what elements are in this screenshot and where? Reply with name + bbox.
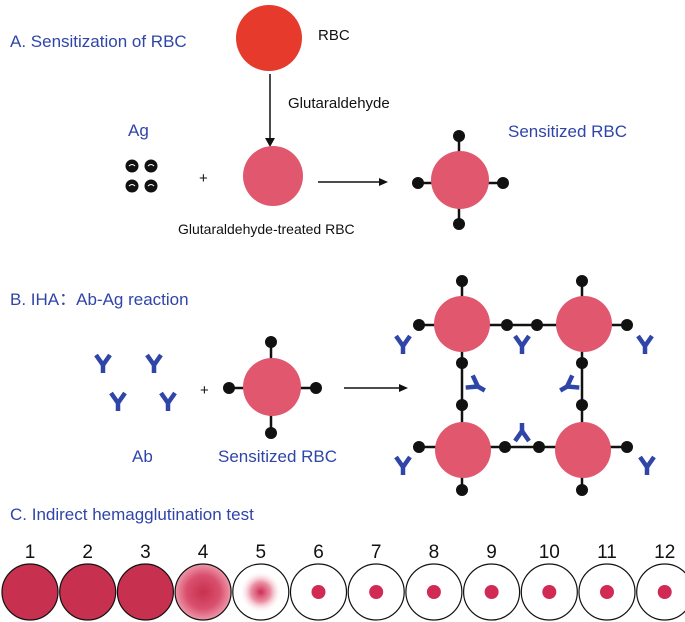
- well-number: 9: [486, 542, 497, 563]
- well-number: 4: [198, 542, 209, 563]
- section-c-title: C. Indirect hemagglutination test: [10, 505, 254, 524]
- antibody-icon: [111, 393, 125, 411]
- well-circle: [1, 563, 59, 621]
- reaction-arrow-head: [399, 384, 408, 392]
- treated-rbc-label: Glutaraldehyde-treated RBC: [178, 221, 355, 237]
- well-number: 3: [140, 542, 151, 563]
- section-b-title: B. IHA：Ab-Ag reaction: [10, 290, 189, 309]
- antibody-icon: [161, 393, 175, 411]
- sensitized-rbc-label-b: Sensitized RBC: [218, 447, 337, 466]
- antibody-icon: [515, 423, 529, 441]
- well-circle: [59, 563, 117, 621]
- antigen-cluster: [125, 159, 158, 193]
- agglutination-lattice: [396, 275, 654, 496]
- well-number: 11: [597, 542, 617, 563]
- well-number: 1: [25, 542, 36, 563]
- sensitized-rbc-a: [412, 130, 509, 230]
- well-circle: [174, 563, 232, 621]
- antibody-icon: [147, 355, 161, 373]
- sediment-dot: [426, 585, 441, 599]
- sediment-dot: [484, 585, 499, 599]
- antibody-icon: [557, 375, 580, 396]
- glutaraldehyde-arrow-head: [265, 138, 275, 147]
- well-circle: [116, 563, 174, 621]
- sediment-dot: [311, 585, 326, 599]
- sensitized-rbc-b: [223, 336, 322, 439]
- sediment-dot: [369, 585, 384, 599]
- antibody-icon: [96, 355, 110, 373]
- antibody-group: [96, 355, 175, 411]
- treated-rbc-circle: [243, 146, 303, 206]
- sediment-dot: [600, 585, 614, 599]
- antibody-icon: [515, 336, 529, 354]
- sediment-dot: [542, 585, 557, 599]
- plus-sign-b: +: [200, 382, 209, 399]
- well-number: 7: [371, 542, 382, 563]
- antibody-icon: [396, 457, 410, 475]
- ab-label: Ab: [132, 447, 153, 466]
- antibody-icon: [638, 336, 652, 354]
- glutaraldehyde-label: Glutaraldehyde: [288, 95, 390, 112]
- plus-sign-a: +: [199, 170, 208, 187]
- well-number: 10: [539, 542, 560, 563]
- sensitized-rbc-label-a: Sensitized RBC: [508, 122, 627, 141]
- well-number: 12: [654, 542, 675, 563]
- well-number: 6: [313, 542, 324, 563]
- rbc-label: RBC: [318, 27, 350, 44]
- section-a-title: A. Sensitization of RBC: [10, 32, 187, 51]
- sediment-dot: [657, 585, 672, 599]
- well-number: 5: [256, 542, 267, 563]
- antibody-icon: [466, 375, 489, 396]
- sensitize-arrow-head: [379, 178, 388, 186]
- well-number: 8: [429, 542, 440, 563]
- well-number: 2: [82, 542, 93, 563]
- well-circle: [232, 563, 290, 621]
- antibody-icon: [396, 336, 410, 354]
- rbc-circle: [236, 5, 302, 71]
- antibody-icon: [640, 457, 654, 475]
- ag-label: Ag: [128, 121, 149, 140]
